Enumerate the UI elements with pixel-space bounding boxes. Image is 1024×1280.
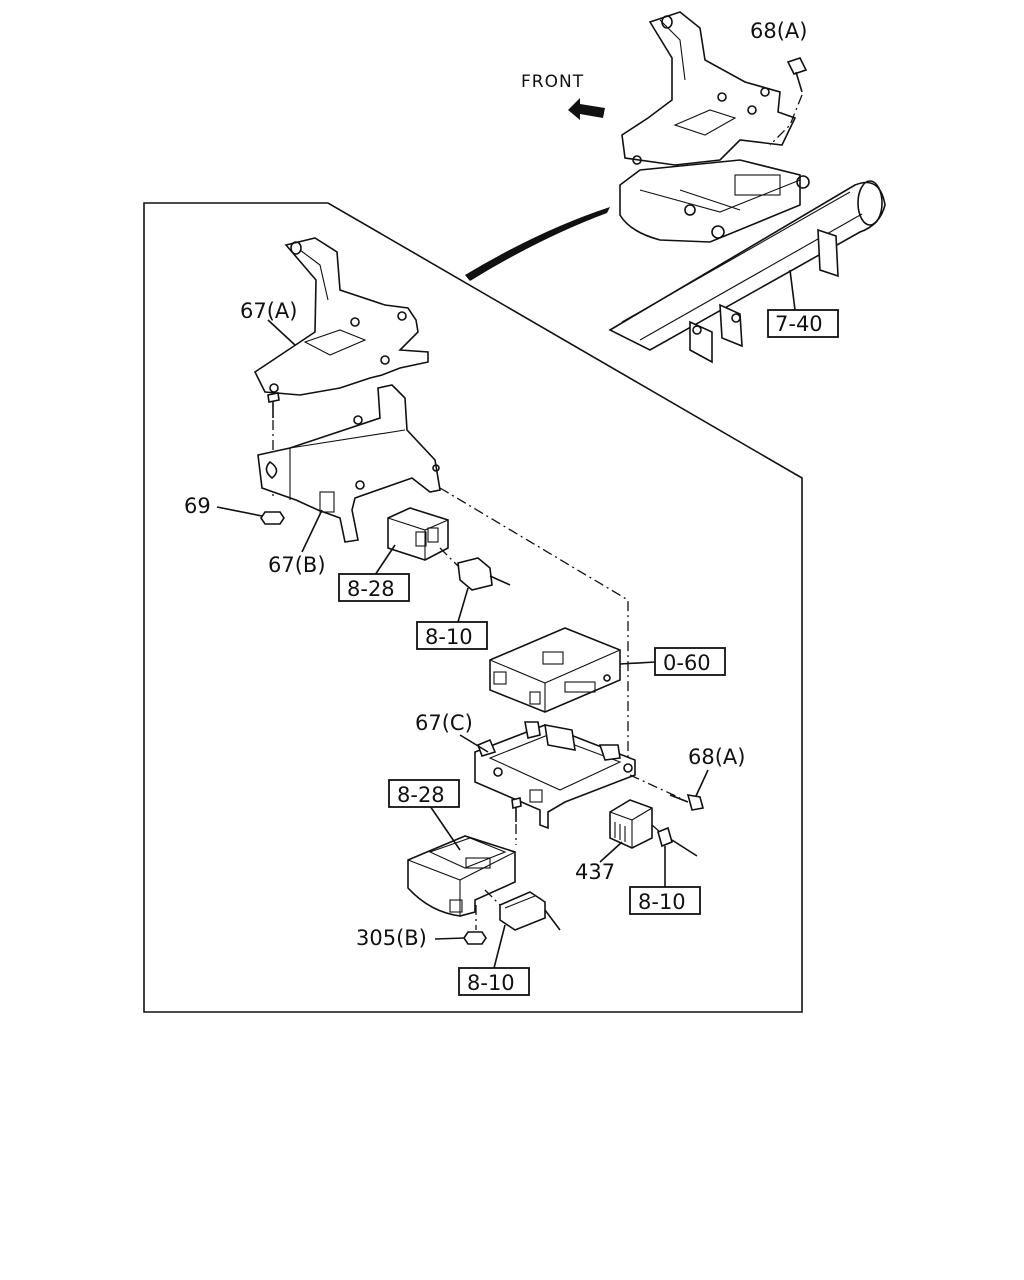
ref-box-8-10-c [629, 886, 701, 915]
leader-69 [216, 506, 263, 517]
ref-box-8-28-a [338, 573, 410, 602]
ref-8-10-a-label: 8-10 [425, 625, 473, 649]
leader-67a [267, 319, 296, 346]
callout-68a-mid: 68(A) [688, 745, 745, 769]
callout-67a: 67(A) [240, 299, 297, 323]
callout-67b: 67(B) [268, 553, 326, 577]
screw-icon [267, 392, 280, 403]
ref-7-40-label: 7-40 [775, 312, 823, 336]
front-arrow-icon [568, 98, 605, 120]
relay-lower-icon [407, 835, 516, 917]
leader-7-40 [789, 269, 796, 311]
leader-305b [434, 937, 466, 940]
ref-8-28-b-label: 8-28 [397, 783, 445, 807]
ref-box-8-10-b [458, 967, 530, 996]
detail-pointer-arrow-icon [465, 207, 610, 281]
sensor-437-icon [609, 799, 698, 857]
ref-0-60-label: 0-60 [663, 651, 711, 675]
leader-437 [599, 841, 623, 863]
nut-69-icon [260, 511, 285, 525]
connector-icon [439, 547, 511, 591]
leader-67c [459, 734, 489, 753]
front-label: FRONT [521, 72, 584, 92]
leader-8-28-b [429, 805, 461, 851]
ref-8-28-a-label: 8-28 [347, 577, 395, 601]
control-unit-box [489, 627, 621, 713]
leader-67b [301, 509, 323, 553]
ref-box-0-60 [654, 647, 726, 676]
callout-305b: 305(B) [356, 926, 427, 950]
ref-8-10-b-label: 8-10 [467, 971, 515, 995]
connector-lower-icon [484, 889, 561, 931]
callout-437: 437 [575, 860, 615, 884]
leader-68a-mid [695, 769, 709, 797]
leader-0-60 [619, 661, 656, 665]
leader-8-10-a [457, 587, 469, 623]
leader-8-10-b [493, 924, 506, 969]
ref-8-10-c-label: 8-10 [638, 890, 686, 914]
screw-2-icon [511, 797, 522, 809]
callout-68a-top: 68(A) [750, 19, 807, 43]
bolt-68a-top-icon [769, 57, 808, 146]
ref-box-8-10-a [416, 621, 488, 650]
ref-box-7-40 [767, 309, 839, 338]
callout-69: 69 [184, 494, 211, 518]
ref-box-8-28-b [388, 779, 460, 808]
detail-frame [143, 202, 803, 1013]
callout-67c: 67(C) [415, 711, 473, 735]
bracket-67a [253, 237, 429, 396]
vehicle-assembly-view [568, 11, 886, 364]
relay-module-icon [387, 507, 449, 561]
leader-8-28-a [374, 544, 396, 576]
nut-305b-icon [463, 931, 487, 945]
bolt-68a-mid-icon [669, 794, 705, 811]
